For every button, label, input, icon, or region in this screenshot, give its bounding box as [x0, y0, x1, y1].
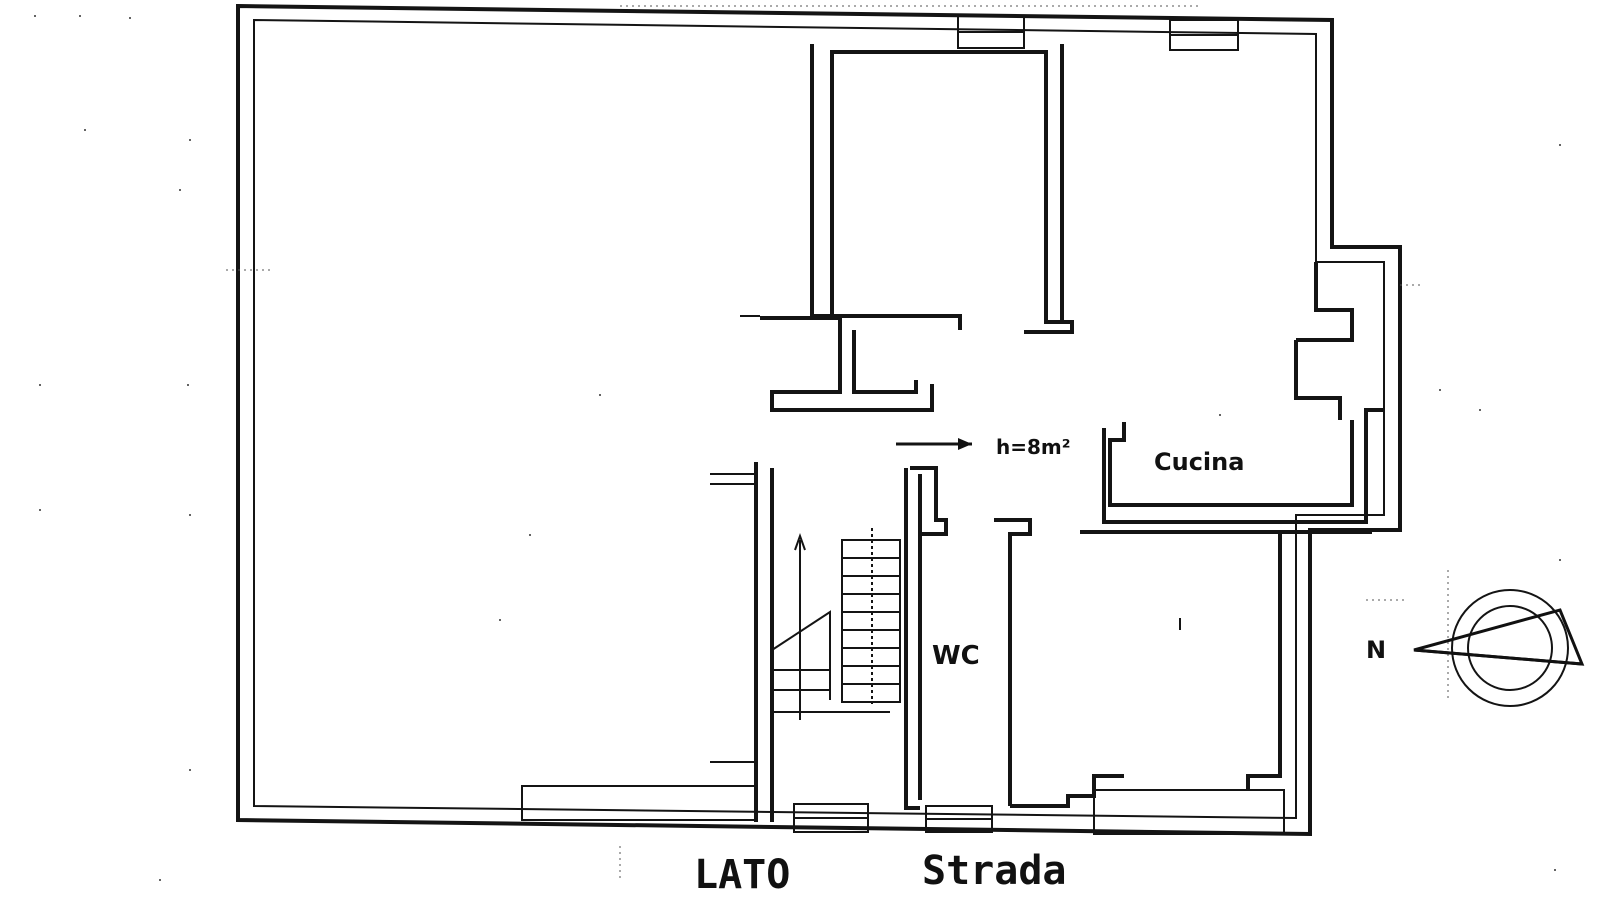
staircase	[771, 528, 901, 720]
outer-walls	[236, 3, 1402, 837]
north-label: N	[1366, 636, 1386, 664]
construction-marks	[226, 5, 1449, 880]
side-label: LATO	[694, 852, 790, 898]
direction-arrow	[896, 438, 972, 450]
north-compass: N	[1366, 589, 1585, 707]
upper-right-room	[1060, 44, 1354, 420]
lower-right-room	[1179, 532, 1282, 790]
corridor-walls	[740, 315, 934, 412]
kitchen-room	[1080, 408, 1384, 534]
scan-noise	[34, 15, 1561, 881]
street-label: Strada	[922, 848, 1067, 894]
height-label: h=8m²	[996, 435, 1071, 459]
upper-left-room	[810, 44, 1074, 334]
wc-label: WC	[932, 641, 980, 671]
kitchen-label: Cucina	[1154, 448, 1244, 476]
top-windows	[957, 15, 1239, 51]
stair-and-wc	[521, 462, 1285, 835]
